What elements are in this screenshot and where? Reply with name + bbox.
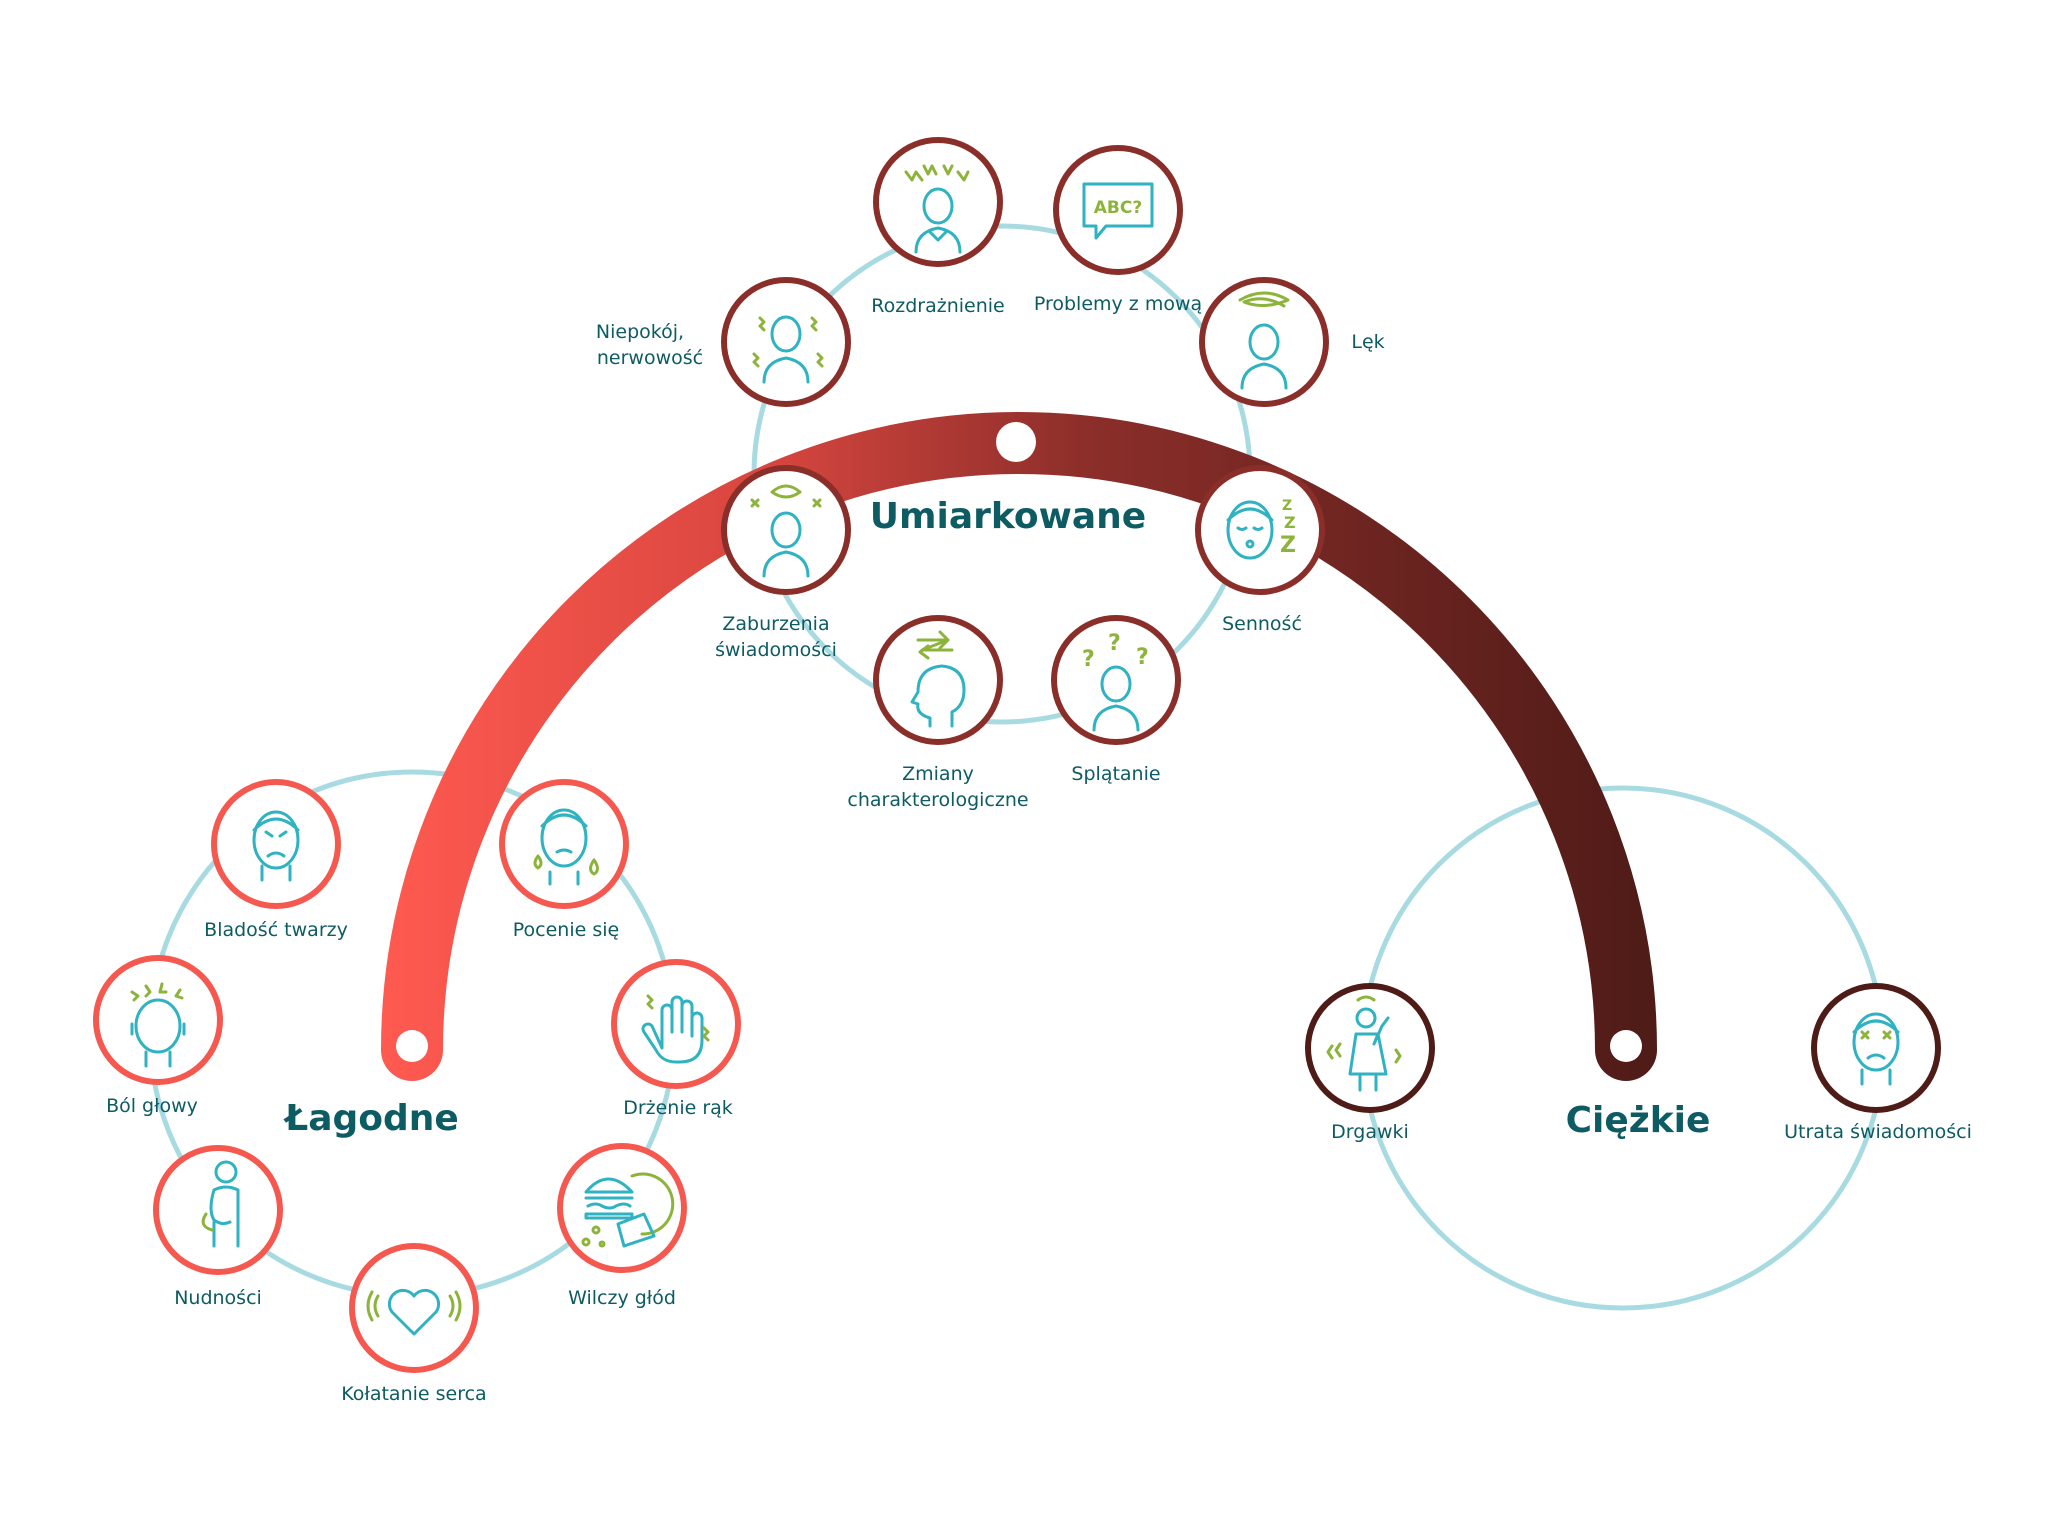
label-irritability: Rozdrażnienie [871,295,1004,317]
label-seizures: Drgawki [1331,1121,1409,1143]
label-headache: Ból głowy [106,1095,198,1117]
group-title-mild: Łagodne [283,1098,459,1139]
symptom-face-pale: Bladość twarzy [204,779,348,941]
label-nausea: Nudności [174,1287,262,1309]
question-glyph: ? [1082,647,1095,672]
severe-marker-dot [1610,1030,1642,1062]
mild-marker-dot [396,1030,428,1062]
sleepy-face-icon: Z Z Z [1226,498,1296,560]
anxious-person-icon [1238,291,1290,390]
symptom-consciousness-disorder: Zaburzenia świadomości [715,465,851,661]
zzz-glyph-2: Z [1284,513,1296,532]
moderate-marker-dot [996,422,1036,462]
symptom-restlessness: Niepokój, nerwowość [596,277,851,407]
symptom-sweating: Pocenie się [499,779,629,941]
symptom-seizures: Drgawki [1305,983,1435,1143]
speech-bubble-text: ABC? [1094,198,1142,218]
dizzy-person-icon [750,484,822,578]
label-sweating: Pocenie się [513,919,619,941]
label-consciousness-2: świadomości [715,639,837,661]
label-unconscious: Utrata świadomości [1784,1121,1972,1143]
symptom-tremor: Drżenie rąk [611,959,741,1119]
label-personality-2: charakterologiczne [847,789,1028,811]
label-sleepiness: Senność [1222,613,1302,635]
label-hunger: Wilczy głód [568,1287,676,1309]
group-title-moderate: Umiarkowane [870,496,1146,537]
symptom-hunger: Wilczy głód [557,1143,687,1309]
sweating-face-icon [533,808,599,886]
food-icon [581,1172,675,1248]
unconscious-face-icon [1852,1012,1900,1086]
irritated-person-icon [904,164,970,254]
symptom-sleepiness: Z Z Z Senność [1195,465,1325,635]
label-consciousness-1: Zaburzenia [722,613,829,635]
restless-person-icon [752,315,824,384]
question-glyph-2: ? [1108,631,1121,656]
seizure-person-icon [1326,995,1402,1092]
symptom-nausea: Nudności [153,1145,283,1309]
zzz-glyph: Z [1282,498,1292,514]
label-anxiety: Lęk [1351,331,1384,353]
symptom-speech: ABC? Problemy z mową [1034,145,1202,315]
label-speech: Problemy z mową [1034,293,1202,315]
question-glyph-3: ? [1136,645,1149,670]
nausea-person-icon [201,1160,240,1248]
speech-bubble-icon: ABC? [1082,182,1154,240]
heart-icon [366,1288,462,1336]
label-palpitations: Kołatanie serca [341,1383,486,1405]
symptom-irritability: Rozdrażnienie [871,137,1005,317]
shaking-hand-icon [641,994,710,1064]
label-face-pale: Bladość twarzy [204,919,348,941]
zzz-glyph-3: Z [1280,533,1296,558]
symptom-confusion: ? ? ? Splątanie [1051,615,1181,785]
head-profile-icon [910,630,966,728]
label-restlessness-1: Niepokój, [596,321,684,343]
label-restlessness-2: nerwowość [597,347,703,369]
symptom-unconscious: Utrata świadomości [1784,983,1972,1143]
label-personality-1: Zmiany [902,763,974,785]
symptom-personality-change: Zmiany charakterologiczne [847,615,1029,811]
symptom-headache: Ból głowy [93,955,223,1117]
confused-person-icon: ? ? ? [1082,631,1149,732]
pale-face-icon [252,810,300,882]
symptom-anxiety: Lęk [1199,277,1385,407]
label-confusion: Splątanie [1071,763,1160,785]
label-tremor: Drżenie rąk [623,1097,733,1119]
symptom-palpitations: Kołatanie serca [341,1243,487,1405]
headache-icon [130,982,186,1068]
group-title-severe: Ciężkie [1566,1100,1711,1141]
